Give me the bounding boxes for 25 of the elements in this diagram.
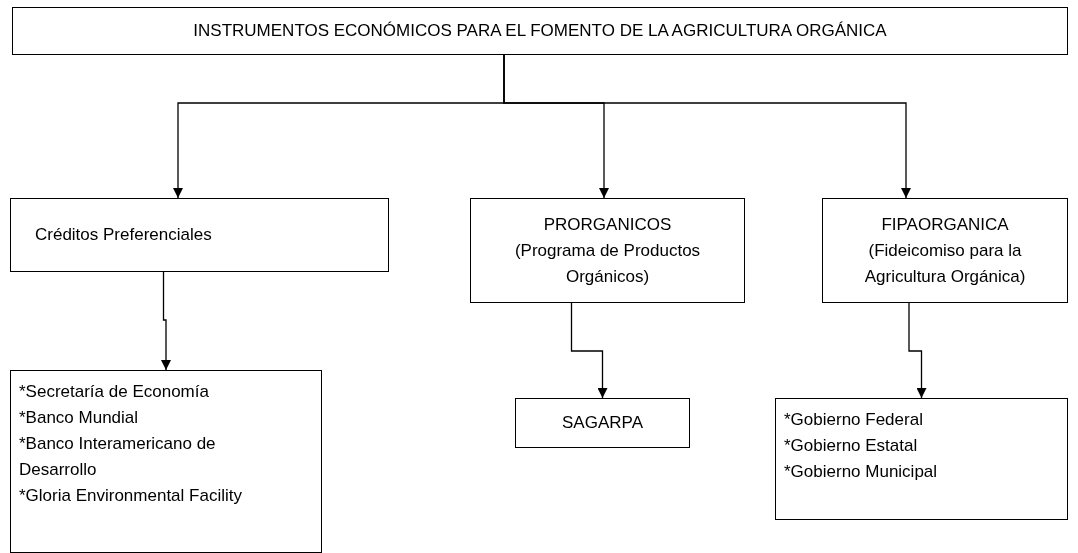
text-box (10, 198, 389, 272)
node-text: SAGARPA (562, 412, 643, 434)
node-text: *Gloria Environmental Facility (19, 485, 242, 507)
node-text: INSTRUMENTOS ECONÓMICOS PARA EL FOMENTO DE LA AGRICULTURA ORGÁNICA (193, 20, 887, 42)
node-text: (Fideicomiso para la Agricultura Orgánica) (863, 239, 1027, 288)
arrow (570, 302, 608, 399)
text-box (10, 370, 322, 553)
node-text: *Banco Mundial (19, 407, 139, 429)
node-text: FIPAORGANICA (881, 213, 1009, 236)
arrow (908, 302, 927, 399)
node-text: *Banco Interamericano de Desarrollo (19, 433, 217, 481)
arrow (503, 54, 911, 199)
node-text: Créditos Preferenciales (35, 224, 212, 246)
text-box (822, 198, 1068, 303)
node-text: *Secretaría de Economía (19, 381, 209, 403)
node-text: *Gobierno Federal (784, 409, 923, 431)
node-text: PRORGANICOS (543, 213, 672, 236)
text-box (470, 198, 745, 303)
arrow (161, 271, 171, 371)
node-text: *Gobierno Municipal (784, 461, 938, 483)
text-box (12, 7, 1068, 55)
node-text: *Gobierno Estatal (784, 435, 918, 457)
text-box (515, 398, 690, 448)
node-text: (Programa de Productos Orgánicos) (513, 239, 702, 288)
text-box (775, 398, 1068, 520)
